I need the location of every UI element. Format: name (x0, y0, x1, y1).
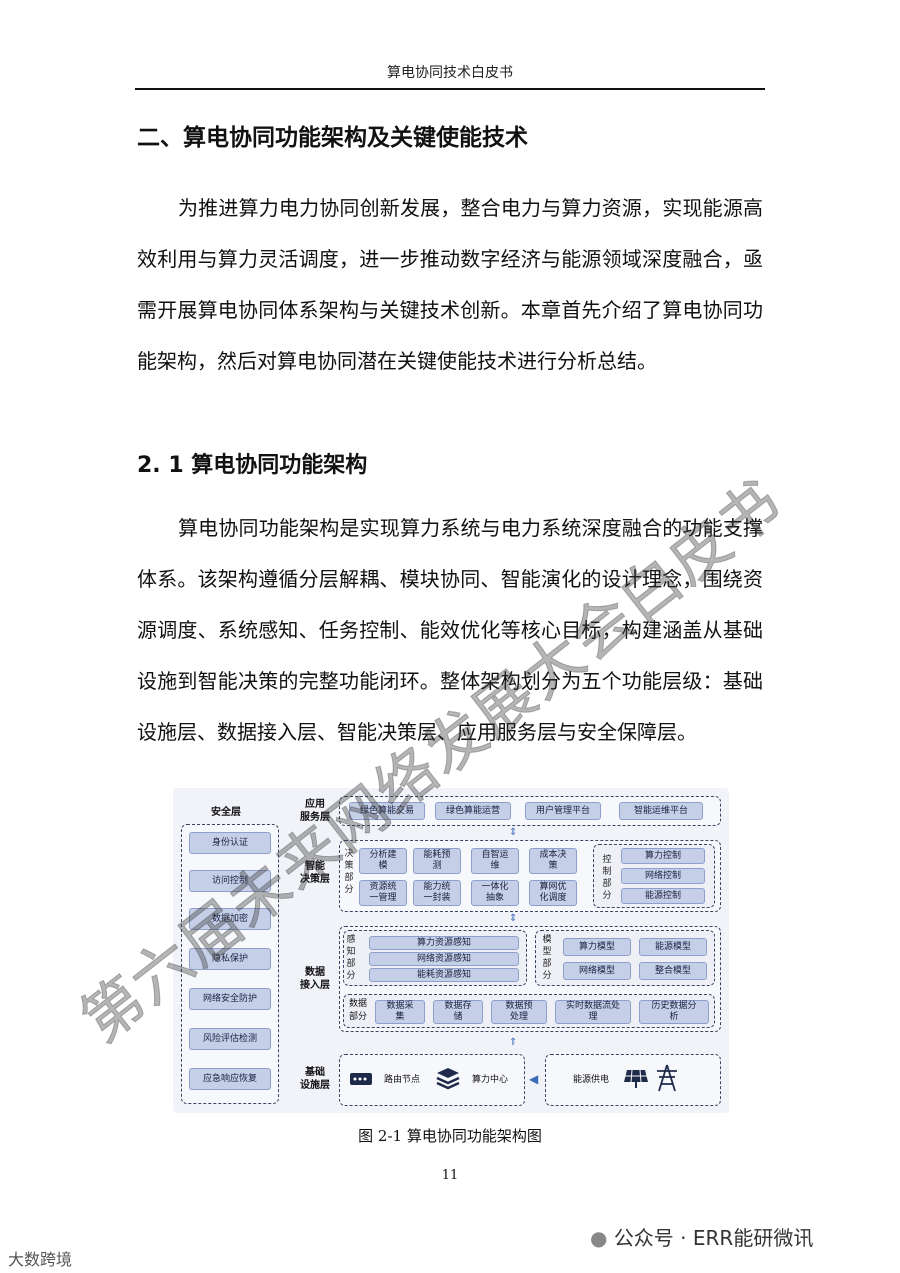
infra-compute-box (339, 1054, 525, 1106)
decision-item: 资源统 一管理 (359, 880, 407, 906)
compute-label: 算力中心 (471, 1075, 508, 1085)
energy-label: 能源供电 (572, 1075, 609, 1085)
decision-item: 能耗预 测 (413, 848, 461, 874)
decision-layer-label: 智能 决策层 (300, 861, 330, 885)
infra-layer-label: 基础 设施层 (300, 1067, 330, 1091)
router-icon (350, 1073, 372, 1085)
wechat-account: ● 公众号 · ERR能研微讯 (590, 1222, 813, 1251)
architecture-diagram: 安全层 身份认证 访问控制 数据加密 隐私保护 网络安全防护 风险评估检测 应急… (173, 788, 729, 1113)
decision-item: 自智运 维 (471, 848, 519, 874)
data-item: 实时数据流处 理 (555, 1000, 631, 1024)
decision-part-label: 决策部分 (344, 849, 354, 895)
security-item: 访问控制 (189, 870, 271, 892)
security-item: 应急响应恢复 (189, 1068, 271, 1090)
solar-panel-icon (624, 1069, 648, 1088)
decision-item: 一体化 抽象 (471, 880, 519, 906)
data-item: 数据存 储 (433, 1000, 483, 1024)
app-item: 用户管理平台 (525, 802, 601, 820)
control-part-label: 控制部分 (602, 855, 612, 901)
up-down-arrow-icon: ⇕ (509, 827, 518, 838)
model-item: 整合模型 (639, 962, 707, 980)
model-part-label: 模型部分 (542, 935, 552, 981)
subsection-heading: 2. 1 算电协同功能架构 (137, 453, 368, 478)
app-item: 绿色算能交易 (349, 802, 425, 820)
app-item: 智能运维平台 (619, 802, 703, 820)
running-header: 算电协同技术白皮书 (387, 65, 513, 81)
security-item: 数据加密 (189, 908, 271, 930)
header-rule (135, 88, 765, 90)
data-item: 历史数据分 析 (639, 1000, 709, 1024)
data-item: 数据采 集 (375, 1000, 425, 1024)
decision-item: 分析建 模 (359, 848, 407, 874)
data-item: 数据预 处理 (491, 1000, 547, 1024)
decision-item: 能力统 一封装 (413, 880, 461, 906)
router-label: 路由节点 (383, 1075, 420, 1085)
decision-item: 成本决 策 (529, 848, 577, 874)
intro-paragraph: 为推进算力电力协同创新发展，整合电力与算力资源，实现能源高效利用与算力灵活调度，… (137, 196, 763, 373)
sense-item: 网络资源感知 (369, 952, 519, 966)
page-number: 11 (441, 1168, 459, 1183)
security-item: 隐私保护 (189, 948, 271, 970)
power-tower-icon (657, 1064, 677, 1092)
app-item: 绿色算能运营 (435, 802, 511, 820)
sense-item: 算力资源感知 (369, 936, 519, 950)
wechat-account-text: 公众号 · ERR能研微讯 (613, 1226, 814, 1250)
data-layer-label: 数据 接入层 (300, 967, 330, 991)
figure-caption: 图 2-1 算电协同功能架构图 (358, 1127, 542, 1145)
decision-item: 算网优 化调度 (529, 880, 577, 906)
up-arrow-icon: ⇑ (509, 1037, 518, 1048)
control-item: 能源控制 (621, 888, 705, 904)
security-item: 风险评估检测 (189, 1028, 271, 1050)
model-item: 算力模型 (563, 938, 631, 956)
wechat-icon: ● (590, 1226, 608, 1250)
security-layer-title: 安全层 (211, 807, 241, 818)
app-layer-label: 应用 服务层 (300, 799, 330, 823)
data-part-label: 数据 部分 (348, 999, 367, 1022)
subsection-paragraph: 算电协同功能架构是实现算力系统与电力系统深度融合的功能支撑体系。该架构遵循分层解… (137, 516, 763, 744)
sense-item: 能耗资源感知 (369, 968, 519, 982)
security-item: 网络安全防护 (189, 988, 271, 1010)
bottom-left-mark: 大数跨境 (8, 1250, 73, 1269)
control-item: 网络控制 (621, 868, 705, 884)
sense-part-label: 感知部分 (346, 935, 356, 981)
section-heading: 二、算电协同功能架构及关键使能技术 (137, 125, 528, 151)
security-item: 身份认证 (189, 832, 271, 854)
up-down-arrow-icon: ⇕ (509, 913, 518, 924)
left-arrow-icon: ◀ (529, 1072, 539, 1086)
model-item: 网络模型 (563, 962, 631, 980)
server-stack-icon (436, 1068, 460, 1090)
control-item: 算力控制 (621, 848, 705, 864)
model-item: 能源模型 (639, 938, 707, 956)
